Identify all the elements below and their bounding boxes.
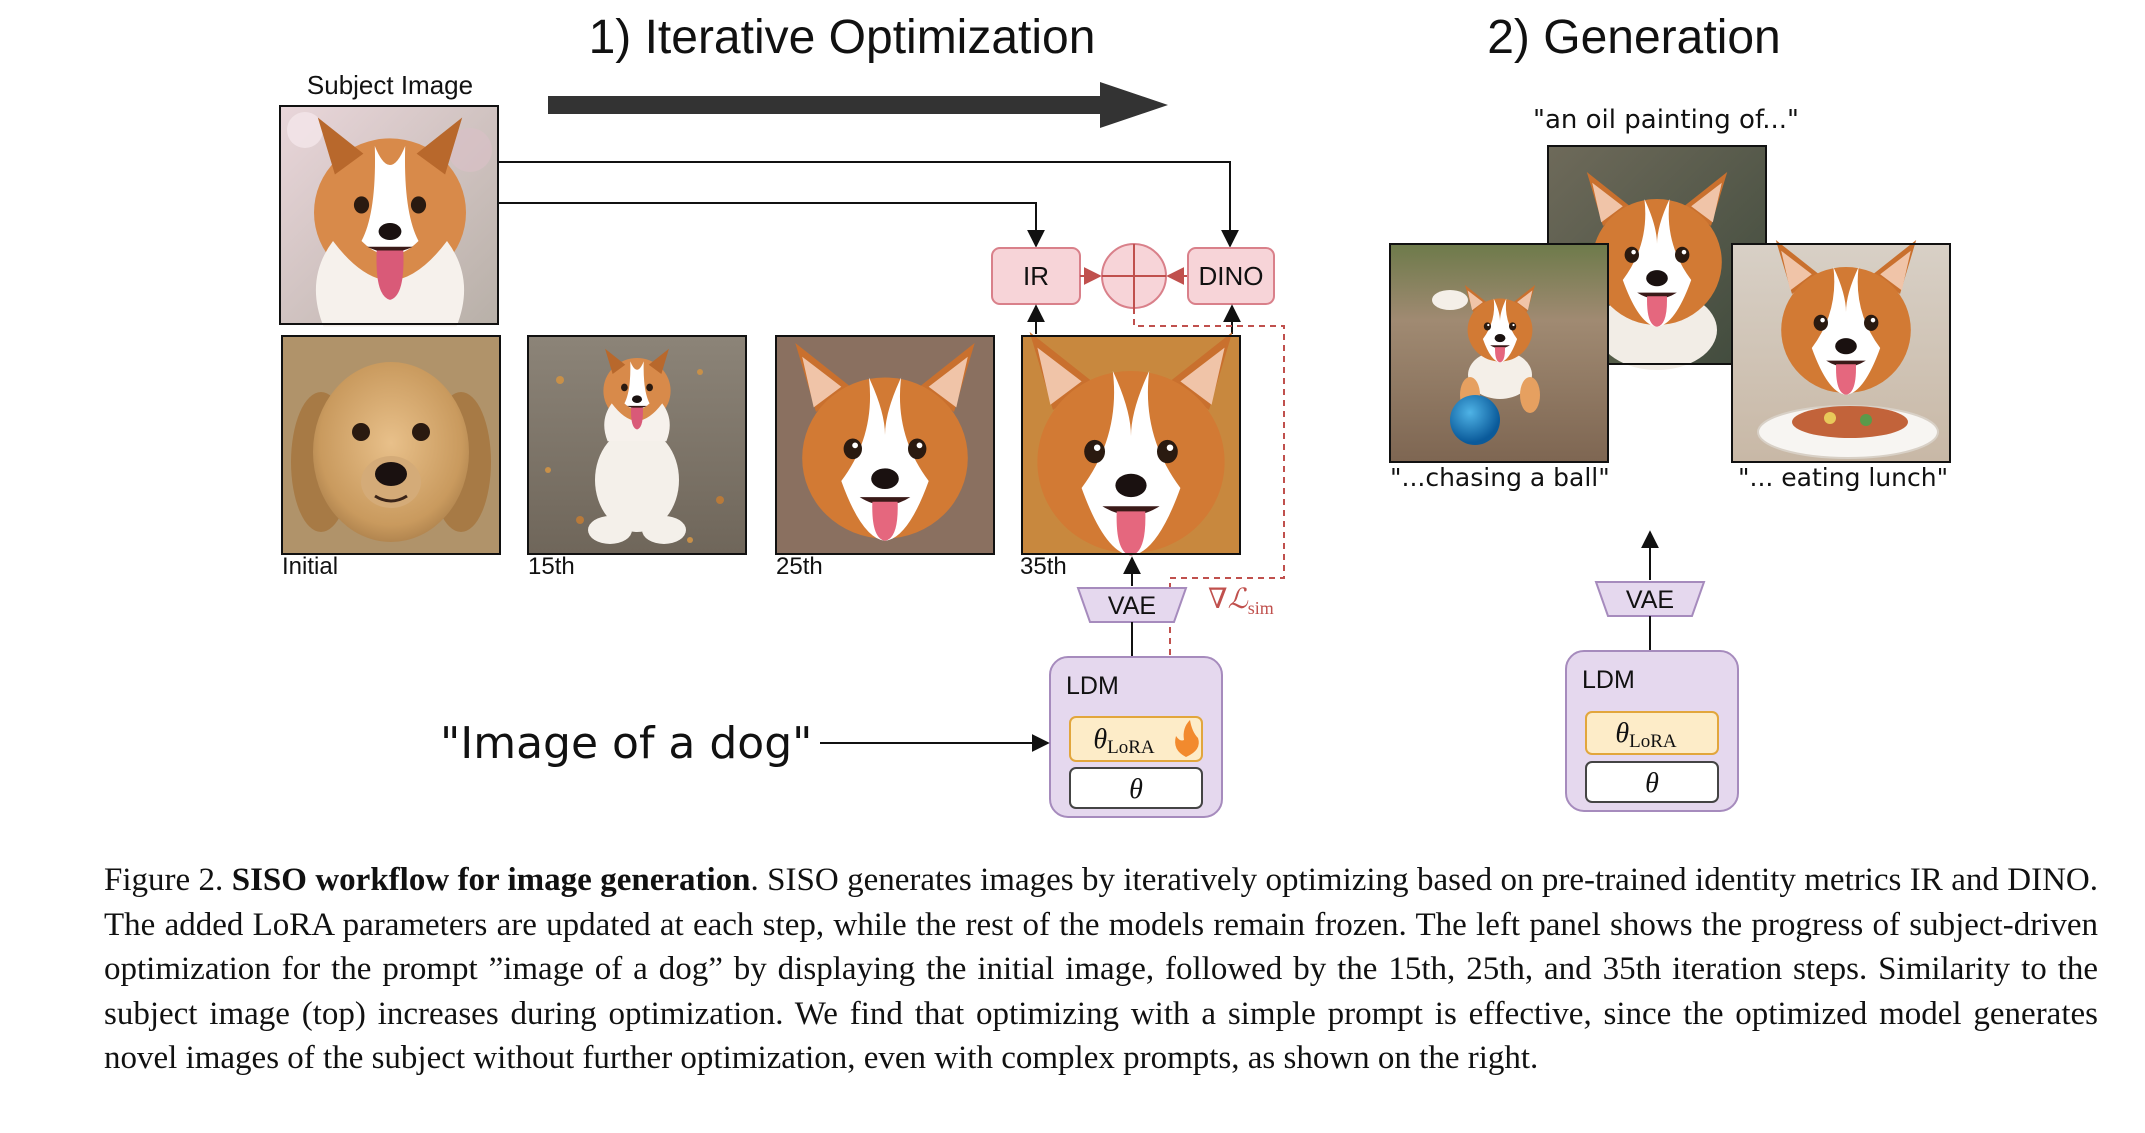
- subject-to-dino-line: [498, 161, 1239, 248]
- subject-to-ir-line: [498, 202, 1045, 248]
- theta-label-left: θ: [1129, 774, 1143, 805]
- gen-prompt-right: "... eating lunch": [1738, 463, 1948, 492]
- dino-box: DINO: [1187, 247, 1275, 305]
- subject-image: [279, 105, 499, 327]
- label-15th: 15th: [528, 553, 575, 580]
- caption-body: . SISO generates images by iteratively o…: [104, 862, 2098, 1076]
- lora-params-trainable: [1069, 716, 1203, 762]
- gen-image-eating-lunch: [1731, 240, 1951, 463]
- vae-block-left: VAE: [1076, 587, 1188, 623]
- lora-label-right: θLoRA: [1615, 718, 1677, 752]
- vae-label-right: VAE: [1626, 586, 1674, 614]
- label-25th: 25th: [776, 553, 823, 580]
- ldm-label-left: LDM: [1066, 672, 1119, 700]
- flame-icon: [1175, 720, 1199, 757]
- label-initial: Initial: [282, 553, 338, 580]
- theta-label-right: θ: [1645, 768, 1659, 799]
- ir-label: IR: [1023, 261, 1049, 291]
- iteration-image-initial: [281, 335, 501, 555]
- iteration-progress-arrow: [548, 82, 1168, 128]
- vae-label-left: VAE: [1108, 592, 1156, 620]
- gen-image-chasing-ball: [1389, 243, 1609, 463]
- ir-box: IR: [991, 247, 1081, 305]
- ldm-label-right: LDM: [1582, 666, 1635, 694]
- caption-title: SISO workflow for image generation: [231, 862, 751, 898]
- label-35th: 35th: [1020, 553, 1067, 580]
- frozen-params: [1069, 767, 1203, 809]
- combine-circle: [1101, 243, 1167, 309]
- vae-block-right: VAE: [1594, 581, 1706, 617]
- dino-label: DINO: [1199, 261, 1264, 291]
- caption-label: Figure 2.: [104, 862, 224, 898]
- iteration-image-25th: [775, 335, 995, 555]
- prompt-text: "Image of a dog": [440, 718, 812, 769]
- frozen-params-right: [1585, 761, 1719, 803]
- iteration-image-35th: [1021, 332, 1241, 556]
- gen-prompt-left: "...chasing a ball": [1390, 463, 1610, 492]
- siso-workflow-figure: 1) Iterative Optimization 2) Generation …: [279, 11, 1951, 818]
- ldm-block-left: LDM θLoRA θ: [1049, 656, 1223, 818]
- left-panel-title: 1) Iterative Optimization: [589, 11, 1096, 64]
- lora-params-trained: [1585, 711, 1719, 755]
- gradient-feedback-path: [1133, 308, 1285, 716]
- gen-prompt-top: "an oil painting of...": [1533, 105, 1799, 135]
- iteration-image-15th: [527, 335, 747, 555]
- subject-image-label: Subject Image: [307, 70, 473, 100]
- figure-caption: Figure 2. SISO workflow for image genera…: [104, 858, 2098, 1081]
- right-panel-title: 2) Generation: [1487, 11, 1781, 64]
- lora-label-left: θLoRA: [1093, 724, 1155, 758]
- ldm-block-right: LDM θLoRA θ: [1565, 650, 1739, 812]
- loss-gradient-label: ∇ℒsim: [1208, 584, 1274, 618]
